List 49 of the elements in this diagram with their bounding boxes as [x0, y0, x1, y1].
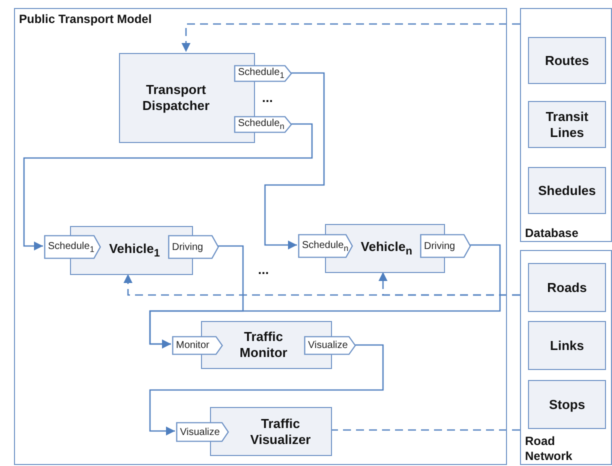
group-frame	[14, 8, 507, 465]
arrow	[23, 123, 313, 250]
port-tag	[298, 234, 353, 258]
port-label: Schedule$_{n}$	[302, 240, 348, 252]
port-tag	[304, 336, 356, 355]
port-tag	[420, 234, 471, 258]
component-name: Stops	[548, 396, 586, 412]
port-label: Schedule$_{1}$	[238, 67, 284, 80]
group-title: Database	[525, 226, 580, 240]
component-box	[528, 321, 606, 370]
group-frame	[520, 8, 612, 242]
component-name: Links	[550, 338, 584, 354]
port-tag	[168, 235, 219, 259]
dashed-arrow	[378, 272, 520, 296]
component-name: Vehicle$_{1}$	[109, 240, 160, 260]
component-box	[528, 167, 606, 214]
component-name: Roads	[547, 280, 587, 296]
component-name: Traffic Visualizer	[249, 416, 312, 448]
port-tag	[44, 235, 101, 259]
component-name: Transport Dispatcher	[141, 82, 211, 114]
group-title: Road Network	[525, 434, 574, 463]
port-tag	[172, 336, 223, 355]
component-box	[528, 263, 606, 312]
ellipsis-mark: ...	[258, 262, 269, 277]
group-title: Public Transport Model	[19, 12, 152, 26]
component-box	[528, 37, 606, 84]
component-box	[528, 101, 606, 148]
port-tag	[234, 65, 292, 82]
arrow	[149, 344, 384, 436]
component-name: Routes	[544, 52, 590, 68]
port-label: Monitor	[176, 340, 210, 351]
component-name: Traffic Monitor	[238, 329, 288, 361]
component-box	[528, 380, 606, 429]
component-name: Vehicle$_{n}$	[360, 238, 412, 258]
port-label: Schedule$_{1}$	[48, 240, 94, 254]
port-label: Visualize	[308, 340, 348, 351]
dashed-arrow	[182, 23, 520, 52]
port-tag	[234, 116, 292, 133]
arrow	[264, 72, 325, 250]
port-label: Driving	[172, 242, 204, 252]
component-name: Shedules	[538, 182, 596, 198]
port-tag	[176, 422, 229, 442]
group-frame	[520, 250, 612, 465]
port-label: Schedule$_{n}$	[238, 118, 284, 131]
port-label: Driving	[424, 240, 456, 252]
arrow	[149, 244, 501, 348]
port-label: Visualize	[180, 426, 220, 438]
component-name: Transit Lines	[544, 108, 590, 140]
ellipsis-mark: ...	[262, 90, 273, 105]
